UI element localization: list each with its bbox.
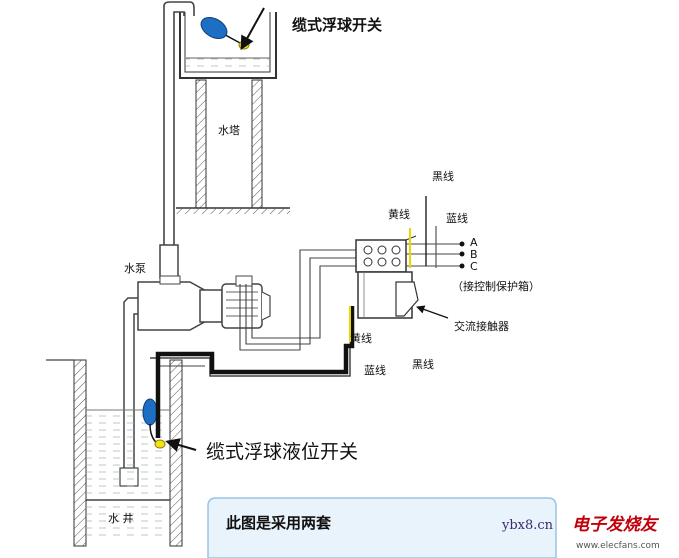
signal-wires-top xyxy=(349,196,437,342)
tower-label: 水塔 xyxy=(218,124,240,137)
watermark: ybx8.cn 电子发烧友 www.elecfans.com xyxy=(501,515,660,551)
top-float-switch xyxy=(200,7,265,51)
terminal-a-label: A xyxy=(470,236,478,249)
control-box-note: （接控制保护箱） xyxy=(452,279,540,293)
well-label: 水 井 xyxy=(108,511,134,525)
caption-banner: 此图是采用两套 xyxy=(207,497,557,558)
water-tower-legs xyxy=(176,79,290,214)
well-switch-label: 缆式浮球液位开关 xyxy=(206,441,358,463)
terminal-wires xyxy=(406,241,465,269)
pump-assembly xyxy=(137,244,271,331)
motor-wires xyxy=(239,249,360,351)
well-float-switch xyxy=(142,398,197,452)
contactor-pointer xyxy=(416,305,449,319)
caption-text: 此图是采用两套 xyxy=(226,514,332,532)
terminal-c-label: C xyxy=(470,260,478,273)
black-wire-bottom-label: 黑线 xyxy=(412,357,434,371)
watermark-site: ybx8.cn xyxy=(501,518,554,533)
yellow-wire-top-label: 黄线 xyxy=(388,207,410,221)
watermark-url: www.elecfans.com xyxy=(576,541,660,551)
water-tower-tank xyxy=(179,12,277,79)
blue-wire-bottom-label: 蓝线 xyxy=(364,363,386,377)
contactor-label: 交流接触器 xyxy=(454,319,509,333)
riser-pipe xyxy=(163,1,195,245)
watermark-brand: 电子发烧友 xyxy=(572,515,660,535)
yellow-wire-bottom-label: 黄线 xyxy=(350,331,372,345)
pump-label: 水泵 xyxy=(124,262,146,275)
float-cable xyxy=(155,306,355,438)
black-wire-top-label: 黑线 xyxy=(432,169,454,183)
terminal-b-label: B xyxy=(470,248,478,261)
blue-wire-top-label: 蓝线 xyxy=(446,211,468,225)
contactor xyxy=(355,235,419,319)
top-switch-label: 缆式浮球开关 xyxy=(292,16,382,34)
